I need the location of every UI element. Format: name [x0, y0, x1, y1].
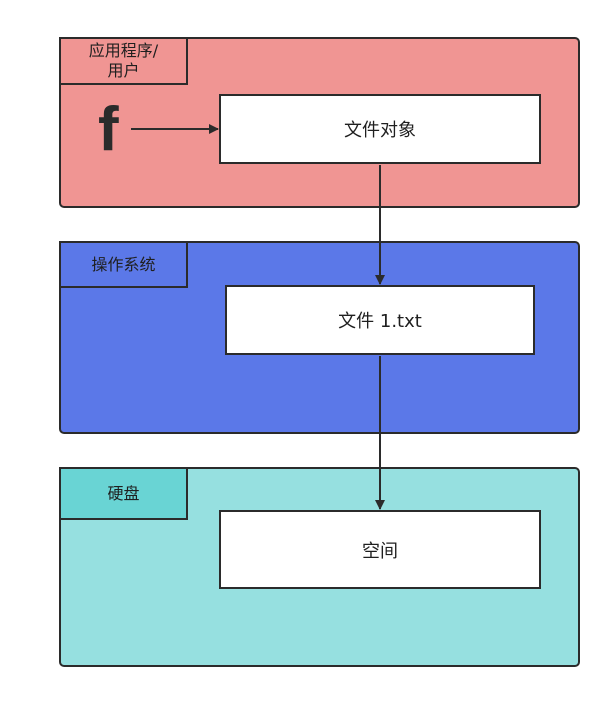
space-label: 空间: [362, 540, 398, 562]
file-txt-label: 文件 1.txt: [338, 311, 422, 332]
layer-application-label: 应用程序/ 用户: [59, 37, 188, 85]
layer-disk-label: 硬盘: [59, 467, 188, 520]
facebook-icon: f: [98, 95, 119, 164]
file-txt-box: 文件 1.txt: [225, 285, 535, 355]
layer-disk-label-text: 硬盘: [107, 483, 140, 503]
space-box: 空间: [219, 510, 541, 589]
file-object-box: 文件对象: [219, 94, 541, 164]
layer-os-label: 操作系统: [59, 241, 188, 288]
file-object-label: 文件对象: [344, 120, 416, 141]
layer-application-label-line2: 用户: [107, 61, 140, 80]
layer-os-label-text: 操作系统: [91, 254, 156, 274]
layer-application-label-line1: 应用程序/: [88, 41, 159, 60]
